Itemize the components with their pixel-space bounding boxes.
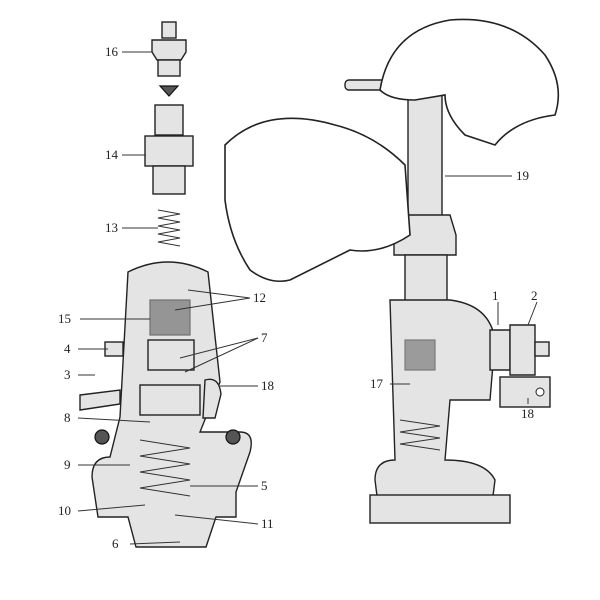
label-8: 8	[64, 410, 71, 425]
label-14: 14	[105, 147, 119, 162]
left-leader-lines	[77, 51, 259, 545]
label-11: 11	[261, 516, 274, 531]
left-labels: 16 14 13 12 15 7 4 3 18 8 9 5 10 11 6	[58, 44, 274, 551]
label-18-left: 18	[261, 378, 274, 393]
label-19: 19	[516, 168, 529, 183]
label-7: 7	[261, 330, 268, 345]
label-9: 9	[64, 457, 71, 472]
right-assembly: 19 1 2 17 18	[224, 18, 560, 524]
right-labels: 19 1 2 17 18	[370, 168, 538, 421]
pump-body	[79, 261, 252, 548]
label-16: 16	[105, 44, 119, 59]
label-17: 17	[370, 376, 384, 391]
hand-top	[379, 18, 560, 146]
pump-assembled	[369, 254, 551, 524]
part-16-cap	[151, 21, 187, 97]
label-10: 10	[58, 503, 71, 518]
label-6: 6	[112, 536, 119, 551]
label-12: 12	[253, 290, 266, 305]
part-13-spring	[157, 209, 181, 247]
label-15: 15	[58, 311, 71, 326]
label-13: 13	[105, 220, 118, 235]
label-4: 4	[64, 341, 71, 356]
label-1: 1	[492, 288, 499, 303]
label-2: 2	[531, 288, 538, 303]
right-leader-lines	[390, 175, 538, 404]
label-5: 5	[261, 478, 268, 493]
left-exploded-pump: 16 14 13 12 15 7 4 3 18 8 9 5 10 11 6	[58, 21, 274, 551]
label-3: 3	[64, 367, 71, 382]
hand-left	[224, 117, 411, 283]
part-14-nut	[144, 104, 194, 195]
label-18-right: 18	[521, 406, 534, 421]
